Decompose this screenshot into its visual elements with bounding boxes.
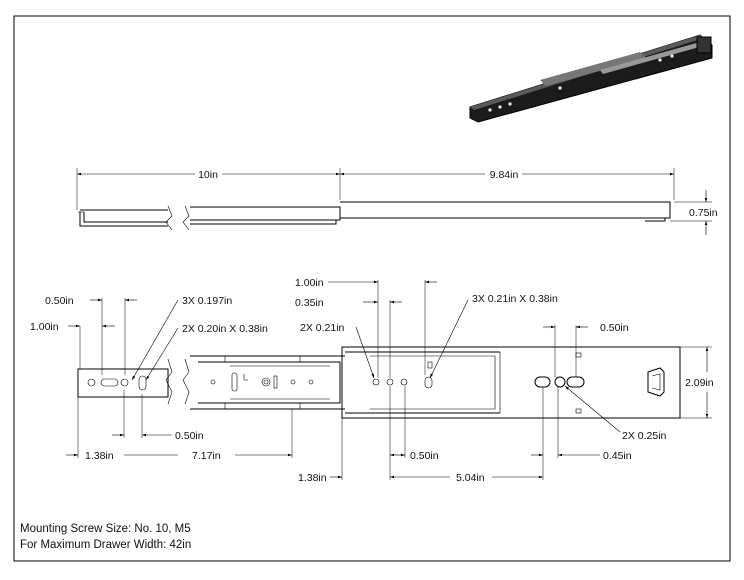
isometric-view xyxy=(469,34,713,123)
label-closed-length: 10in xyxy=(198,169,218,181)
label-d-050c: 0.50in xyxy=(410,450,439,462)
slot-left-2 xyxy=(138,375,147,391)
label-d-138a: 1.38in xyxy=(85,450,114,462)
hole-left-2 xyxy=(120,378,129,387)
label-hole-2x-025: 2X 0.25in xyxy=(622,430,667,442)
label-d-504: 5.04in xyxy=(456,472,485,484)
hole-right-1 xyxy=(554,376,566,388)
side-view xyxy=(78,201,671,231)
slot-left-1 xyxy=(100,378,119,387)
hole-left-1 xyxy=(87,378,96,387)
label-d-100a: 1.00in xyxy=(30,321,59,333)
label-d-050b: 0.50in xyxy=(175,430,204,442)
label-extension: 9.84in xyxy=(490,169,519,181)
note-screw-size: Mounting Screw Size: No. 10, M5 xyxy=(20,523,191,535)
label-hole-2x-021: 2X 0.21in xyxy=(300,322,345,334)
label-d-045: 0.45in xyxy=(603,450,632,462)
label-slot-2x: 2X 0.20in X 0.38in xyxy=(182,323,268,335)
label-d-035: 0.35in xyxy=(295,297,324,309)
note-drawer-width: For Maximum Drawer Width: 42in xyxy=(20,539,192,551)
side-dimensions xyxy=(76,168,712,235)
slot-right-1 xyxy=(534,376,551,388)
label-d-717: 7.17in xyxy=(192,450,221,462)
label-d-050d: 0.50in xyxy=(600,322,629,334)
top-view xyxy=(77,346,681,419)
label-d-050a: 0.50in xyxy=(45,295,74,307)
label-hole-3x-0197: 3X 0.197in xyxy=(182,295,232,307)
label-d-138b: 1.38in xyxy=(298,472,327,484)
drawing-border xyxy=(13,15,731,562)
top-dimensions-lower xyxy=(66,386,600,480)
label-width: 2.09in xyxy=(685,377,714,389)
label-d-100b: 1.00in xyxy=(295,277,324,289)
slot-right-2 xyxy=(566,376,585,388)
label-height: 0.75in xyxy=(689,207,718,219)
label-slot-3x: 3X 0.21in X 0.38in xyxy=(472,293,558,305)
top-dimensions-upper xyxy=(68,280,712,433)
